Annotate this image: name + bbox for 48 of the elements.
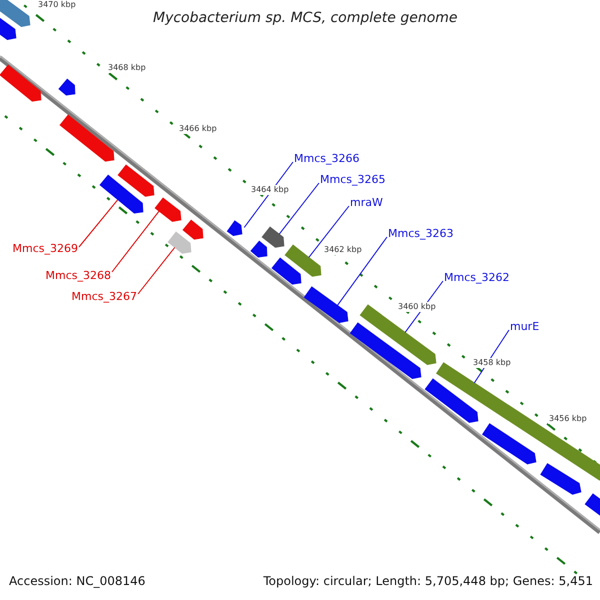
- leader-line: [337, 236, 388, 306]
- gene-block: [154, 197, 182, 222]
- coordinate-label: 3462 kbp: [323, 245, 363, 255]
- coordinate-label: 3470 kbp: [37, 0, 77, 10]
- gene-block: [284, 244, 322, 277]
- leader-line: [112, 210, 160, 272]
- gene-label: Mmcs_3265: [320, 174, 386, 185]
- coordinate-label: 3458 kbp: [472, 358, 512, 368]
- gene-label: Mmcs_3268: [46, 270, 111, 281]
- gene-block: [584, 493, 600, 518]
- coordinate-label: 3456 kbp: [548, 414, 588, 424]
- gene-block: [182, 220, 204, 240]
- gene-block: [0, 0, 30, 28]
- gene-block: [118, 164, 154, 197]
- gene-block: [540, 463, 582, 495]
- leader-line: [138, 247, 176, 294]
- gene-label: Mmcs_3263: [388, 228, 454, 239]
- gene-block: [168, 231, 192, 254]
- gene-block: [58, 78, 76, 96]
- gene-block: [304, 286, 348, 324]
- gene-label: murE: [510, 321, 540, 332]
- chart-title: Mycobacterium sp. MCS, complete genome: [153, 11, 458, 25]
- gene-block: [424, 378, 478, 423]
- gene-label: Mmcs_3262: [444, 272, 510, 283]
- coordinate-label: 3468 kbp: [107, 63, 147, 73]
- leader-line: [308, 206, 350, 258]
- leader-line: [278, 182, 320, 235]
- gene-block: [350, 322, 422, 380]
- gene-block: [262, 226, 284, 248]
- gene-block: [271, 257, 302, 285]
- gene-block: [226, 220, 242, 236]
- leader-line: [78, 199, 118, 248]
- gene-block: [0, 16, 16, 40]
- genome-summary: Topology: circular; Length: 5,705,448 bp; Genes: 5,451: [263, 575, 593, 587]
- gene-label: Mmcs_3267: [72, 291, 137, 302]
- coordinate-label: 3460 kbp: [397, 302, 437, 312]
- gene-block: [482, 423, 536, 464]
- gene-label: mraW: [350, 197, 383, 208]
- gene-label: Mmcs_3266: [294, 153, 360, 164]
- gene-block: [0, 64, 42, 102]
- gene-block: [360, 304, 436, 366]
- coordinate-label: 3464 kbp: [250, 185, 290, 195]
- gene-block: [250, 240, 268, 258]
- accession-note: Accession: NC_008146: [9, 575, 146, 587]
- coordinate-label: 3466 kbp: [178, 124, 218, 134]
- gene-label: Mmcs_3269: [12, 243, 78, 254]
- gene-block: [59, 114, 114, 162]
- gene-block: [99, 174, 144, 214]
